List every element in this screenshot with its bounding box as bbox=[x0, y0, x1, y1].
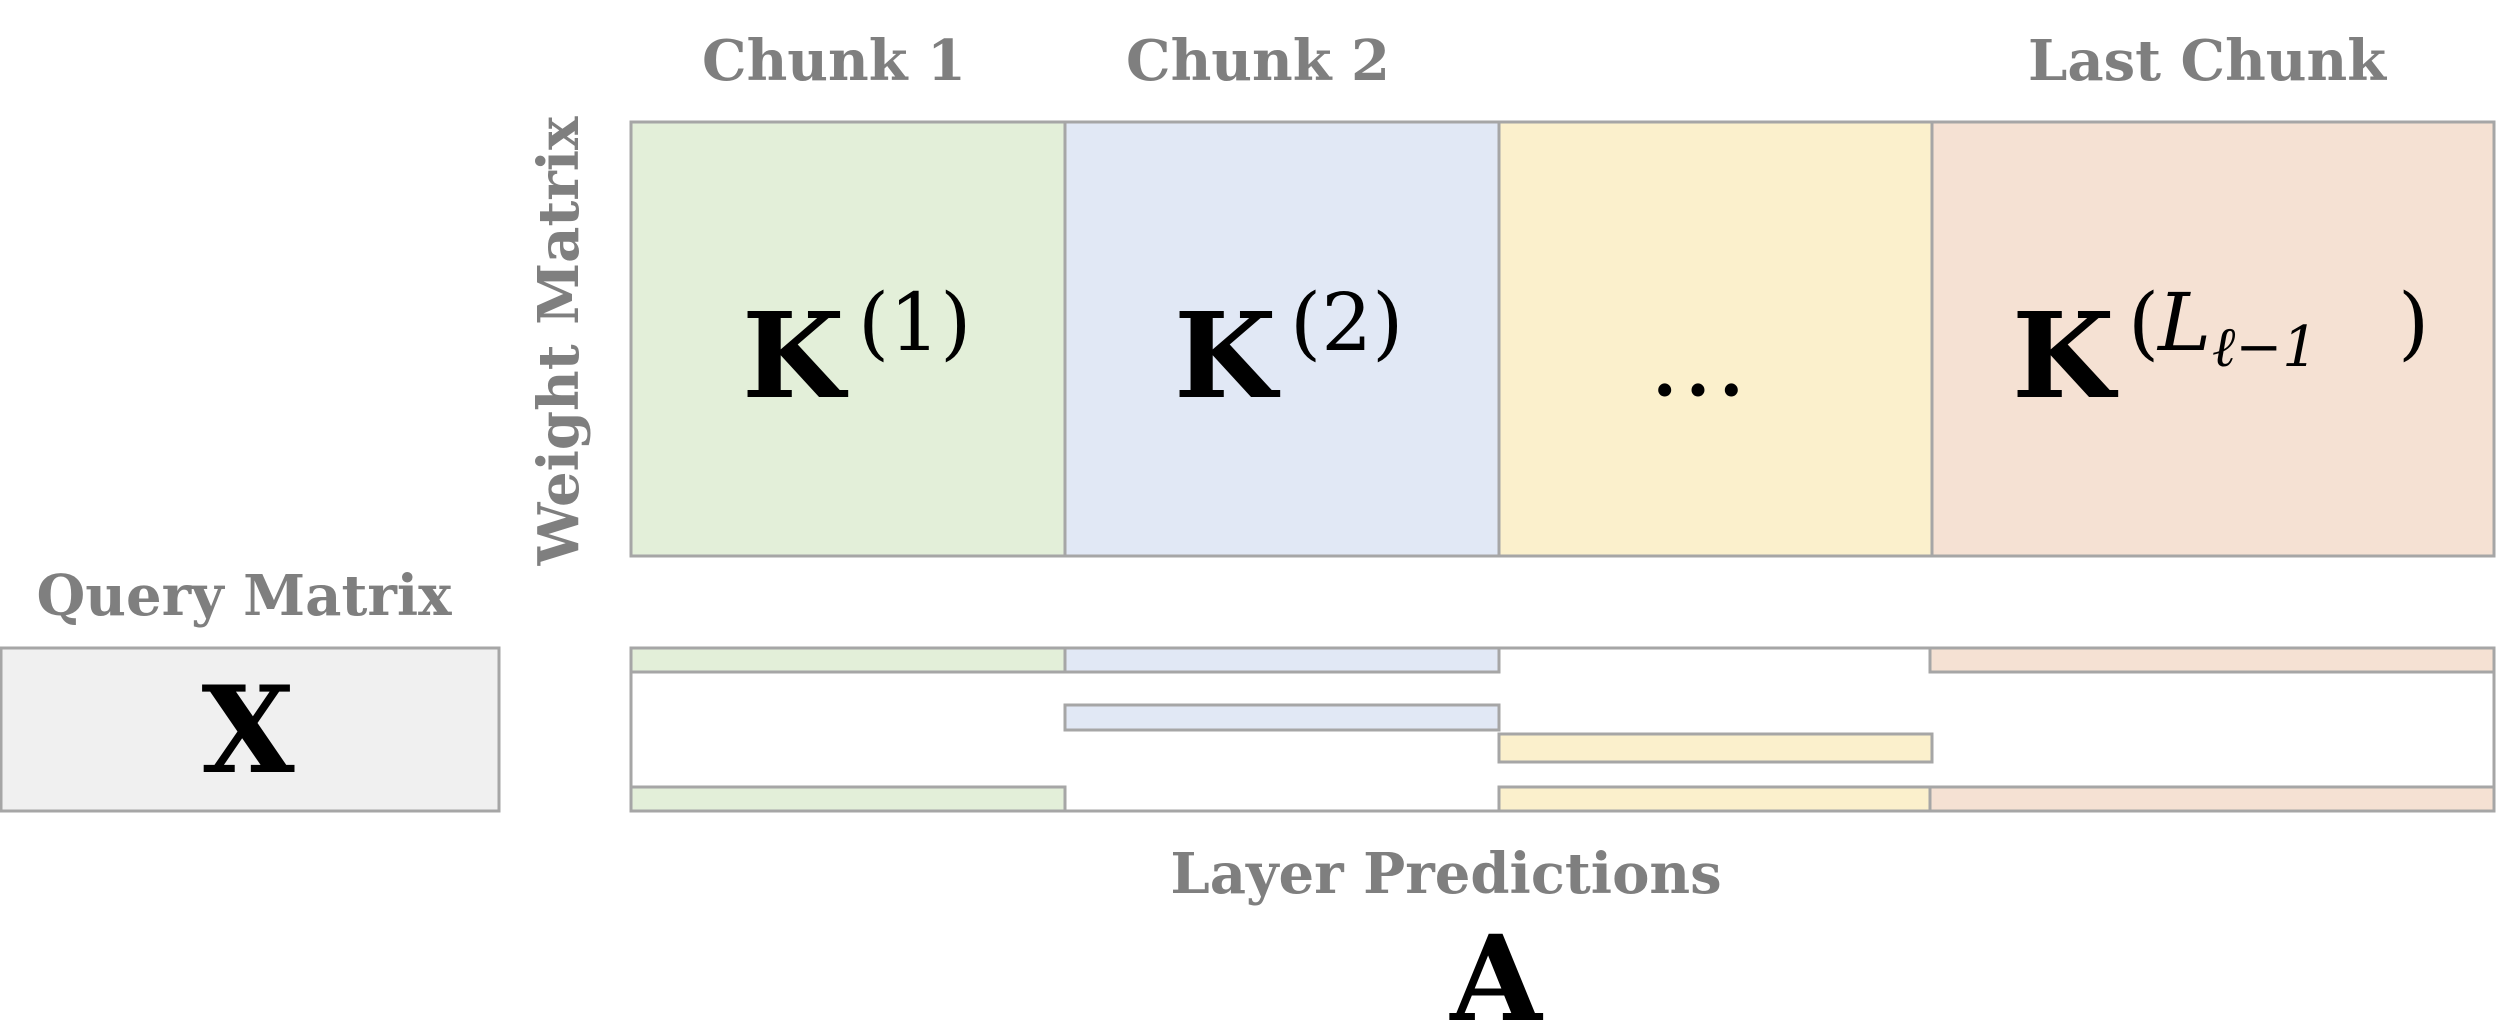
chunk-2-label: Chunk 2 bbox=[1126, 28, 1390, 94]
a-symbol: A bbox=[1449, 909, 1543, 1024]
prediction-bar-chunk3-bottom bbox=[1497, 785, 1932, 813]
query-matrix-label: Query Matrix bbox=[37, 563, 453, 629]
k-last-base: K bbox=[2012, 286, 2119, 425]
ellipsis-symbol: … bbox=[1648, 302, 1748, 419]
prediction-bar-chunk2-mid bbox=[1063, 703, 1501, 732]
last-chunk-label: Last Chunk bbox=[2028, 28, 2387, 94]
query-matrix-block bbox=[0, 646, 501, 813]
prediction-bar-chunk3-mid bbox=[1497, 732, 1934, 764]
layer-predictions-matrix bbox=[629, 646, 2496, 813]
k-last-paren-close: ) bbox=[2398, 276, 2429, 369]
middle-chunks-block bbox=[1497, 120, 1934, 558]
layer-predictions-label: Layer Predictions bbox=[1170, 841, 1721, 907]
k2-symbol: K (2) bbox=[1174, 276, 1403, 425]
prediction-bar-chunk1-top bbox=[629, 646, 1067, 674]
chunk-1-block bbox=[629, 120, 1067, 558]
k-last-paren-open: ( bbox=[2128, 276, 2159, 369]
k1-symbol: K (1) bbox=[742, 276, 971, 425]
chunk-1-label: Chunk 1 bbox=[702, 28, 966, 94]
k1-base: K bbox=[742, 286, 849, 425]
k1-superscript: (1) bbox=[858, 276, 971, 369]
k-last-sup-subscript: ℓ−1 bbox=[2212, 315, 2318, 380]
last-chunk-block bbox=[1930, 120, 2496, 558]
prediction-bar-last-bottom bbox=[1928, 785, 2496, 813]
predictions-outline bbox=[629, 646, 2496, 813]
prediction-bar-chunk2-top bbox=[1063, 646, 1501, 674]
prediction-bar-chunk1-bottom bbox=[629, 785, 1067, 813]
k-last-sup-L: L bbox=[2156, 276, 2211, 369]
k2-superscript: (2) bbox=[1290, 276, 1403, 369]
k-last-symbol: K ( L ℓ−1 ) bbox=[2012, 276, 2429, 425]
prediction-bar-last-top bbox=[1928, 646, 2496, 674]
weight-matrix bbox=[629, 120, 2496, 558]
weight-matrix-label: Weight Matrix bbox=[526, 116, 592, 566]
x-symbol: X bbox=[201, 660, 294, 801]
chunk-2-block bbox=[1063, 120, 1501, 558]
k2-base: K bbox=[1174, 286, 1281, 425]
